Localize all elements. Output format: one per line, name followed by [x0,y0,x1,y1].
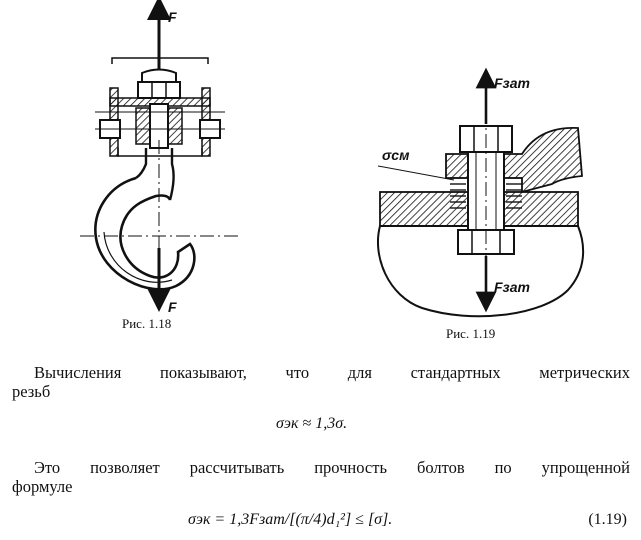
formula-1: σэк ≈ 1,3σ. [276,415,348,432]
formula-2: σэк = 1,3Fзат/[(π/4)d₁²] ≤ [σ]. [188,511,393,528]
paragraph-1: Вычисления показывают, что для стандартн… [12,363,630,382]
figure-1-19-caption: Рис. 1.19 [446,326,496,341]
force-label-bottom: F [168,299,177,315]
paragraph-2-continued: формуле [12,477,630,496]
paragraph-1-line-2: резьб [12,382,51,401]
clamp-force-label-top: Fзат [494,75,530,91]
paragraph-1-continued: резьб [12,382,630,401]
figure-1-18-caption: Рис. 1.18 [122,316,172,331]
equation-number: (1.19) [588,511,627,528]
paragraph-1-line-1: Вычисления показывают, что для стандартн… [34,363,630,382]
paragraph-2: Это позволяет рассчитывать прочность бол… [12,458,630,477]
paragraph-2-line-2: формуле [12,477,73,496]
figure-1-19-bolt-joint: Fзат Fзат σсм [376,67,585,318]
bearing-stress-label: σсм [382,147,410,163]
paragraph-2-line-1: Это позволяет рассчитывать прочность бол… [34,458,630,477]
clamp-force-label-bottom: Fзат [494,279,530,295]
figure-1-18-hook: F F [80,0,240,315]
force-label-top: F [168,9,177,25]
